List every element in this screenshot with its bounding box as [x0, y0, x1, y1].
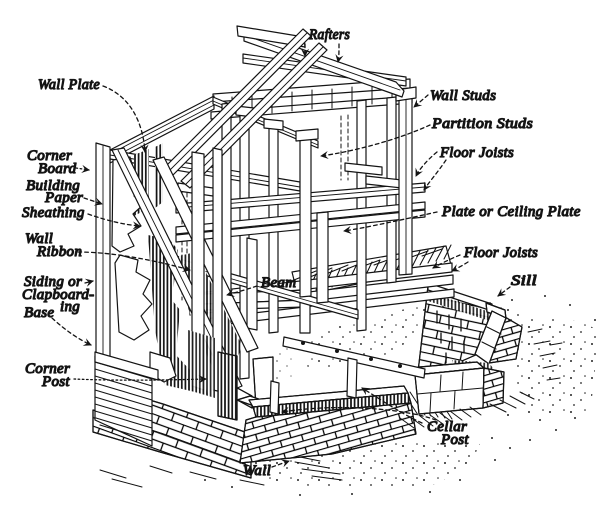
svg-text:Post: Post — [440, 432, 469, 448]
svg-text:Wall: Wall — [25, 231, 53, 247]
svg-text:Board: Board — [38, 161, 77, 177]
svg-text:Sill: Sill — [511, 273, 537, 289]
svg-text:Ribbon: Ribbon — [36, 244, 82, 260]
svg-text:Rafters: Rafters — [308, 27, 350, 43]
svg-text:Post: Post — [41, 374, 70, 390]
svg-text:Paper: Paper — [44, 190, 83, 206]
svg-text:ing: ing — [60, 299, 80, 315]
svg-text:Floor Joists: Floor Joists — [439, 145, 514, 161]
svg-text:Wall: Wall — [243, 463, 271, 479]
svg-text:Floor Joists: Floor Joists — [463, 245, 538, 261]
svg-text:Beam: Beam — [261, 275, 296, 291]
svg-text:Wall Studs: Wall Studs — [430, 88, 496, 104]
svg-text:Siding or: Siding or — [24, 274, 82, 290]
svg-text:Base: Base — [24, 305, 54, 321]
svg-text:Cellar: Cellar — [427, 419, 467, 435]
svg-text:Building: Building — [26, 178, 80, 194]
svg-text:Clapboard-: Clapboard- — [22, 287, 94, 303]
svg-text:Plate or Ceiling Plate: Plate or Ceiling Plate — [441, 204, 581, 220]
svg-text:Wall Plate: Wall Plate — [38, 77, 100, 93]
svg-text:Corner: Corner — [25, 361, 70, 377]
svg-text:Sheathing: Sheathing — [22, 205, 85, 221]
svg-text:Partition Studs: Partition Studs — [431, 116, 533, 132]
svg-text:Corner: Corner — [27, 148, 72, 164]
